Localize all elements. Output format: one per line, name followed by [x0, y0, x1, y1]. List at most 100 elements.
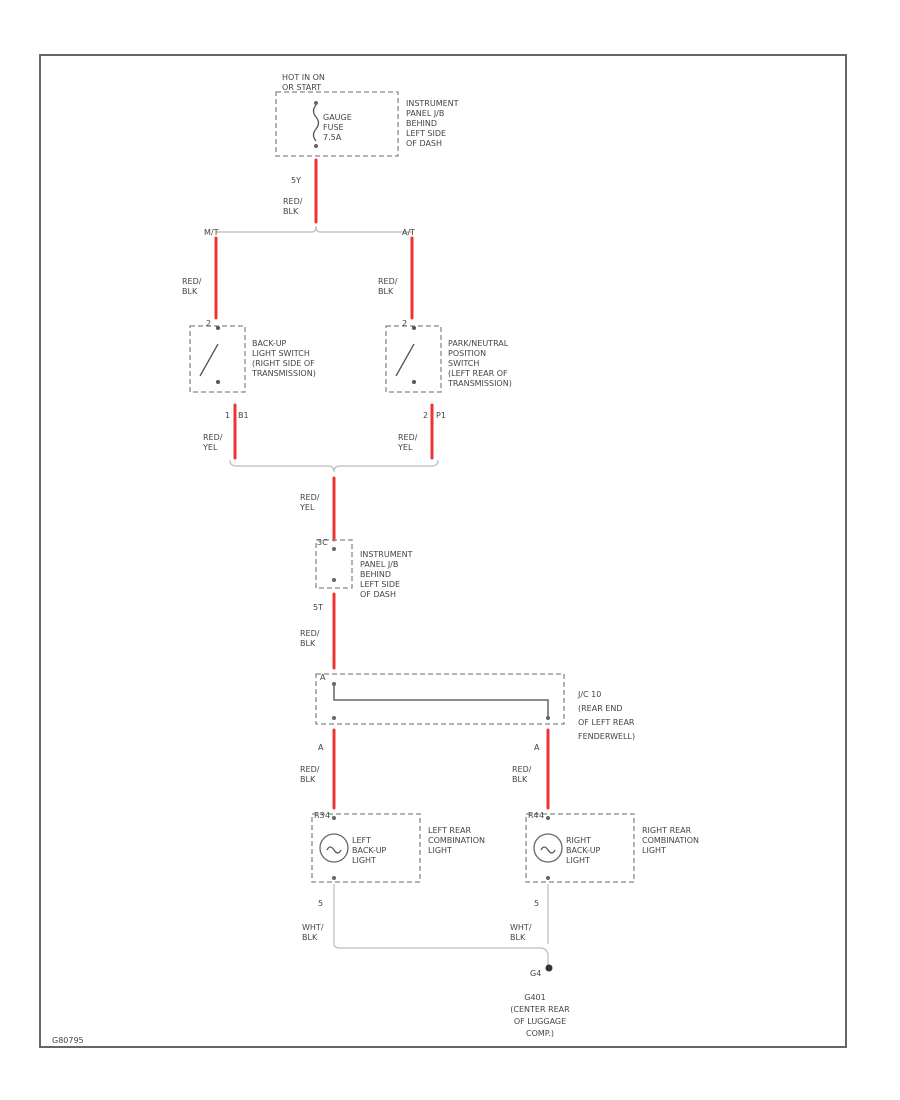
wire-left-ground-color-1: WHT/	[302, 923, 324, 932]
fuse-location-5: OF DASH	[406, 139, 442, 148]
wire-backup-color-1: RED/	[203, 433, 223, 442]
wire-merged-color-2: YEL	[299, 503, 315, 512]
left-light-terminal-top	[332, 816, 336, 820]
wire-pn-color-1: RED/	[398, 433, 418, 442]
junction-label-4: FENDERWELL)	[578, 732, 635, 741]
right-light-connector: R4	[528, 811, 539, 820]
pn-switch-pin-bottom: 2	[423, 411, 428, 420]
right-bulb-icon	[533, 833, 563, 863]
pn-switch-contact-top	[412, 326, 416, 330]
pn-switch-blade	[395, 343, 415, 377]
junction-node-right	[546, 716, 550, 720]
backup-switch: 2 BACK-UP LIGHT SWITCH (RIGHT SIDE OF TR…	[189, 319, 316, 393]
ground-icon	[545, 964, 553, 972]
pn-switch-label-4: (LEFT REAR OF	[448, 369, 508, 378]
pn-switch-box	[385, 325, 442, 393]
jb2-box	[315, 539, 353, 589]
wire-right-light-color-1: RED/	[512, 765, 532, 774]
right-bulb-label-1: RIGHT	[566, 836, 591, 845]
fuse-terminal-top	[314, 101, 318, 105]
backup-switch-label-3: (RIGHT SIDE OF	[252, 359, 315, 368]
backup-switch-label-1: BACK-UP	[252, 339, 287, 348]
junction-bus	[333, 684, 549, 718]
right-backup-light: R4 4 RIGHT BACK-UP LIGHT RIGHT REAR COMB…	[525, 811, 699, 883]
right-bulb-filament	[540, 846, 556, 854]
left-light-location-3: LIGHT	[428, 846, 452, 855]
right-light-location-1: RIGHT REAR	[642, 826, 692, 835]
left-light-connector: R3	[314, 811, 325, 820]
fuse-terminal-bottom	[314, 144, 318, 148]
pn-switch: 2 PARK/NEUTRAL POSITION SWITCH (LEFT REA…	[385, 319, 512, 393]
fuse-symbol	[312, 104, 320, 142]
junction-box	[315, 673, 565, 725]
jb2-label-5: OF DASH	[360, 590, 396, 599]
pn-switch-label-5: TRANSMISSION)	[447, 379, 512, 388]
left-light-location-2: COMBINATION	[428, 836, 485, 845]
fuse-label-3: 7.5A	[323, 133, 342, 142]
junction-label-2: (REAR END	[578, 704, 623, 713]
ground-label-2: (CENTER REAR	[510, 1005, 570, 1014]
backup-switch-label-2: LIGHT SWITCH	[252, 349, 310, 358]
diagram-id: G80795	[52, 1036, 84, 1045]
merge-line	[229, 459, 439, 473]
backup-switch-connector: B1	[238, 411, 249, 420]
wire-left-ground-color-2: BLK	[302, 933, 318, 942]
junction-connector: A J/C 10 (REAR END OF LEFT REAR FENDERWE…	[315, 673, 635, 741]
left-light-terminal-bottom	[332, 876, 336, 880]
left-bulb-label-2: BACK-UP	[352, 846, 387, 855]
junction-node-left	[332, 716, 336, 720]
fuse-location-4: LEFT SIDE	[406, 129, 446, 138]
wire-jb2-color-1: RED/	[300, 629, 320, 638]
jb2-pin-top: 3C	[317, 538, 328, 547]
junction-pin-in: A	[320, 673, 326, 682]
ground-label-3: OF LUGGAGE	[514, 1017, 566, 1026]
junction-label-3: OF LEFT REAR	[578, 718, 635, 727]
wire-right-light-color-2: BLK	[512, 775, 528, 784]
split-left-label: M/T	[204, 228, 219, 237]
jb2-label-3: BEHIND	[360, 570, 391, 579]
fuse-location-3: BEHIND	[406, 119, 437, 128]
left-light-pin-top: 4	[325, 811, 330, 820]
split-line-top	[216, 225, 412, 233]
fuse-pin: 5Y	[291, 176, 301, 185]
backup-switch-box	[189, 325, 246, 393]
fuse-block: HOT IN ON OR START GAUGE FUSE 7.5A INSTR…	[275, 73, 459, 157]
backup-switch-blade	[199, 343, 219, 377]
right-light-pin-top: 4	[539, 811, 544, 820]
pn-switch-label-1: PARK/NEUTRAL	[448, 339, 509, 348]
backup-switch-contact-top	[216, 326, 220, 330]
left-bulb-label-1: LEFT	[352, 836, 371, 845]
backup-switch-contact-bottom	[216, 380, 220, 384]
fuse-label-2: FUSE	[323, 123, 344, 132]
left-backup-light: R3 4 LEFT BACK-UP LIGHT LEFT REAR COMBIN…	[311, 811, 485, 883]
wire-mt-color-2: BLK	[182, 287, 198, 296]
right-light-pin-bottom: 5	[534, 899, 539, 908]
jb2-label-4: LEFT SIDE	[360, 580, 400, 589]
wire-merged-color-1: RED/	[300, 493, 320, 502]
pn-switch-label-2: POSITION	[448, 349, 486, 358]
fuse-box	[275, 91, 399, 157]
ground-label-1: G401	[524, 993, 545, 1002]
fuse-power-label-1: HOT IN ON	[282, 73, 325, 82]
wire-left-light-color-1: RED/	[300, 765, 320, 774]
split-right-label: A/T	[402, 228, 415, 237]
wire-jb2-color-2: BLK	[300, 639, 316, 648]
junction-pin-left: A	[318, 743, 324, 752]
backup-switch-pin-top: 2	[206, 319, 211, 328]
jb2-label-2: PANEL J/B	[360, 560, 398, 569]
right-light-terminal-top	[546, 816, 550, 820]
jb2-label-1: INSTRUMENT	[360, 550, 413, 559]
wire-right-ground-color-2: BLK	[510, 933, 526, 942]
backup-switch-pin-bottom: 1	[225, 411, 230, 420]
fuse-label-1: GAUGE	[323, 113, 352, 122]
wire-fuse-color-2: BLK	[283, 207, 299, 216]
diagram-frame	[39, 54, 847, 1048]
fuse-location-2: PANEL J/B	[406, 109, 444, 118]
wire-at-color-2: BLK	[378, 287, 394, 296]
junction-pin-right: A	[534, 743, 540, 752]
left-light-location-1: LEFT REAR	[428, 826, 471, 835]
ground-label-4: COMP.)	[526, 1029, 554, 1038]
wire-pn-color-2: YEL	[397, 443, 413, 452]
jb2-terminal-top	[332, 547, 336, 551]
right-bulb-label-3: LIGHT	[566, 856, 590, 865]
